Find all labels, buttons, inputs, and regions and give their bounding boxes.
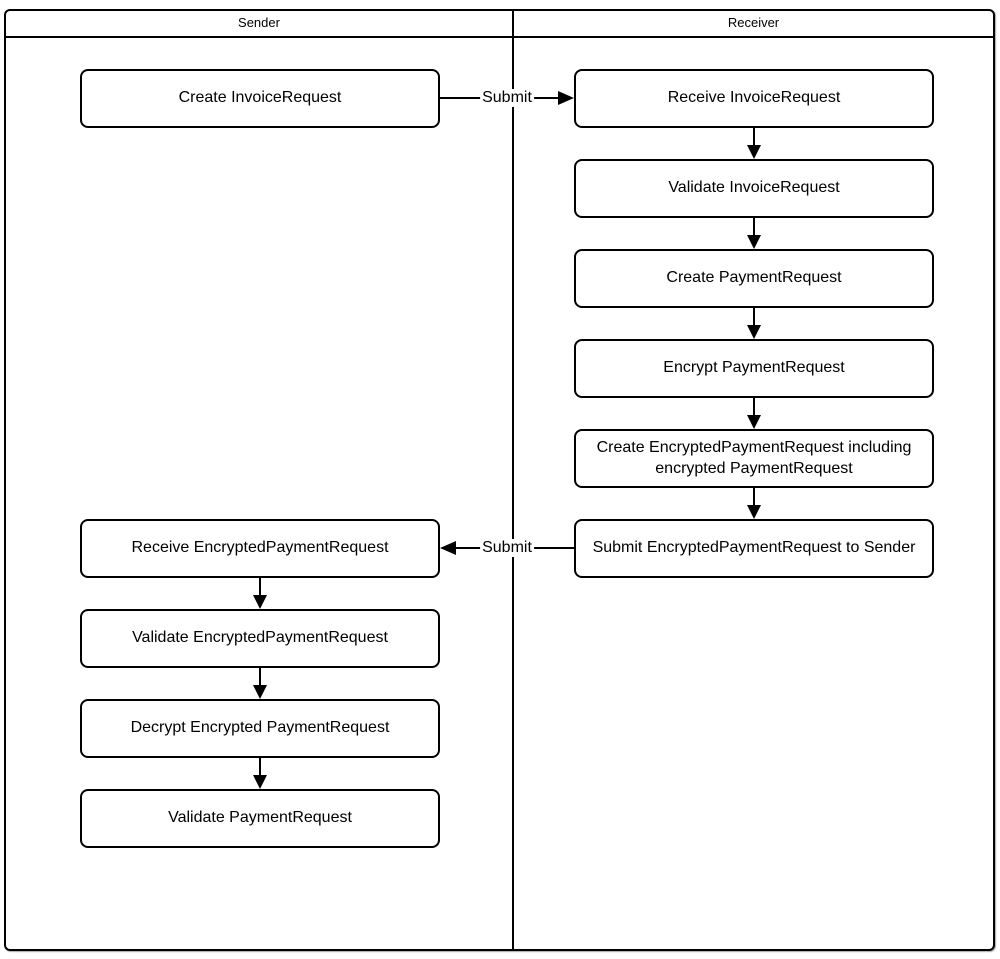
flow-arrow-line	[753, 218, 755, 236]
flow-node-label: Create EncryptedPaymentRequest including…	[596, 438, 912, 477]
flow-node-receive-encryptedpaymentrequest: Receive EncryptedPaymentRequest	[80, 519, 440, 578]
header-separator	[4, 36, 995, 38]
flow-node-label: Decrypt Encrypted PaymentRequest	[130, 719, 390, 737]
flow-node-validate-paymentrequest: Validate PaymentRequest	[80, 789, 440, 848]
flow-node-validate-encryptedpaymentrequest: Validate EncryptedPaymentRequest	[80, 609, 440, 668]
flow-node-label: Receive EncryptedPaymentRequest	[131, 539, 389, 557]
flow-node-encrypt-paymentrequest: Encrypt PaymentRequest	[574, 339, 934, 398]
flow-node-decrypt-encrypted-paymentrequest: Decrypt Encrypted PaymentRequest	[80, 699, 440, 758]
flow-arrow-line	[753, 398, 755, 416]
arrowhead-down-icon	[747, 505, 761, 519]
flow-node-create-paymentrequest: Create PaymentRequest	[574, 249, 934, 308]
flow-arrow-line	[259, 758, 261, 776]
lane-title-sender: Sender	[238, 15, 280, 30]
flow-node-create-encryptedpaymentrequest: Create EncryptedPaymentRequest including…	[574, 429, 934, 488]
arrowhead-down-icon	[253, 595, 267, 609]
flow-node-label: Create PaymentRequest	[666, 269, 842, 287]
arrowhead-down-icon	[747, 145, 761, 159]
flow-node-submit-encryptedpaymentrequest-to-sender: Submit EncryptedPaymentRequest to Sender	[574, 519, 934, 578]
flow-arrow-line	[753, 488, 755, 506]
flow-node-receive-invoicerequest: Receive InvoiceRequest	[574, 69, 934, 128]
lane-header-sender: Sender	[6, 9, 512, 36]
lane-divider	[512, 9, 514, 951]
flow-node-label: Create InvoiceRequest	[178, 89, 342, 107]
arrowhead-down-icon	[253, 775, 267, 789]
flow-node-label: Validate PaymentRequest	[168, 809, 352, 827]
arrowhead-down-icon	[747, 415, 761, 429]
arrowhead-down-icon	[253, 685, 267, 699]
flow-edge-label: Submit	[480, 89, 534, 107]
arrowhead-down-icon	[747, 235, 761, 249]
lane-header-receiver: Receiver	[514, 9, 993, 36]
flow-node-label: Receive InvoiceRequest	[667, 89, 841, 107]
flow-edge-label: Submit	[480, 539, 534, 557]
flow-node-label: Encrypt PaymentRequest	[663, 359, 845, 377]
lane-title-receiver: Receiver	[727, 15, 780, 30]
flow-node-validate-invoicerequest: Validate InvoiceRequest	[574, 159, 934, 218]
flow-node-create-invoicerequest: Create InvoiceRequest	[80, 69, 440, 128]
flow-node-label: Validate EncryptedPaymentRequest	[132, 629, 388, 647]
flow-node-label: Validate InvoiceRequest	[668, 179, 840, 197]
flow-arrow-line	[259, 668, 261, 686]
flow-arrow-line	[753, 128, 755, 146]
flow-arrow-line	[259, 578, 261, 596]
arrowhead-right-icon	[558, 91, 574, 105]
flow-node-label: Submit EncryptedPaymentRequest to Sender	[592, 539, 916, 557]
arrowhead-down-icon	[747, 325, 761, 339]
arrowhead-left-icon	[440, 541, 456, 555]
flow-arrow-line	[753, 308, 755, 326]
